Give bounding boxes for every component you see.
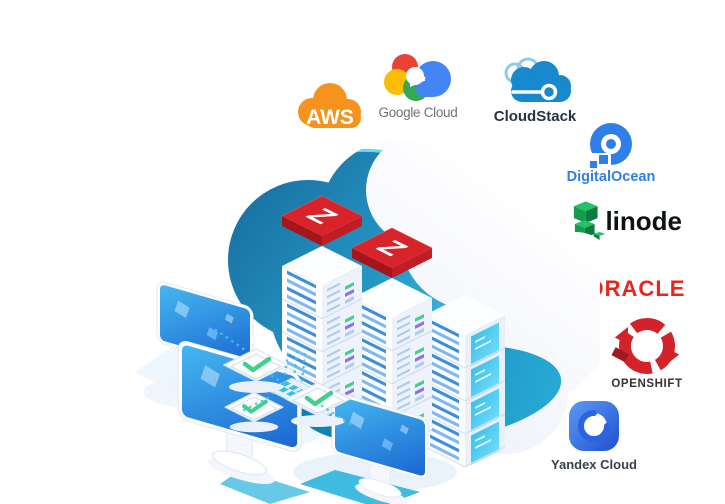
logo-google-cloud: Google Cloud xyxy=(368,44,468,122)
aws-cloud-icon: AWS xyxy=(298,83,361,129)
server-stack-right xyxy=(425,295,505,468)
openshift-ring-icon xyxy=(611,318,680,374)
logo-yandex-cloud: Yandex Cloud xyxy=(544,398,644,474)
logo-digitalocean: DigitalOcean xyxy=(556,122,666,188)
cloudstack-label: CloudStack xyxy=(493,108,577,125)
digitalocean-icon xyxy=(587,123,632,168)
logo-aws: AWS xyxy=(290,76,370,134)
digitalocean-label: DigitalOcean xyxy=(566,169,656,185)
linode-label: linode xyxy=(605,206,682,236)
zabbix-badge-1: Z xyxy=(281,195,363,247)
cloud-illustration: Z Z xyxy=(135,140,600,504)
oracle-label: ORACLE xyxy=(586,276,686,301)
google-cloud-icon xyxy=(384,54,451,101)
logo-oracle: ORACLE xyxy=(574,278,698,302)
cloudstack-cloud-icon xyxy=(504,57,571,102)
zabbix-badge-2: Z xyxy=(351,227,433,279)
logo-cloudstack: CloudStack xyxy=(482,56,588,130)
data-flow-dots xyxy=(214,328,352,426)
server-stack-middle: Z xyxy=(351,227,433,451)
yandex-cloud-icon xyxy=(569,401,619,451)
aws-label: AWS xyxy=(306,106,354,129)
google-cloud-label: Google Cloud xyxy=(378,105,458,120)
logo-openshift: OPENSHIFT xyxy=(600,314,694,394)
server-stack-left: Z xyxy=(281,195,363,419)
yandex-cloud-label: Yandex Cloud xyxy=(551,457,637,472)
openshift-label: OPENSHIFT xyxy=(611,378,683,390)
